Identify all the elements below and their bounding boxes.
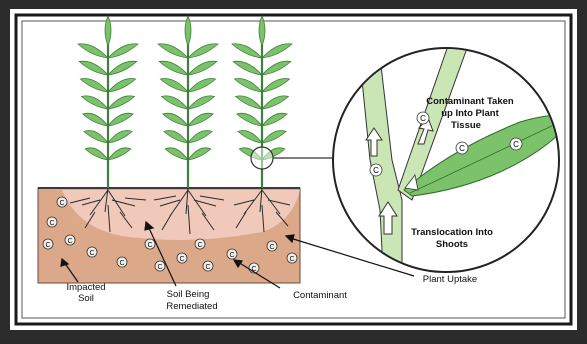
svg-text:C: C bbox=[269, 244, 274, 251]
contaminant-marker: C bbox=[195, 239, 205, 249]
label-soil-remediated-line2: Remediated bbox=[166, 301, 217, 312]
label-soil-remediated-line1: Soil Being bbox=[167, 289, 210, 300]
svg-text:C: C bbox=[289, 256, 294, 263]
contaminant-marker: C bbox=[43, 239, 53, 249]
svg-text:C: C bbox=[205, 264, 210, 271]
label-plant-uptake: Plant Uptake bbox=[423, 274, 477, 285]
svg-text:C: C bbox=[67, 238, 72, 245]
contaminant-marker: C bbox=[87, 247, 97, 257]
svg-text:C: C bbox=[229, 252, 234, 259]
svg-text:C: C bbox=[513, 140, 519, 149]
svg-text:C: C bbox=[49, 220, 54, 227]
svg-text:C: C bbox=[45, 242, 50, 249]
contaminant-marker: C bbox=[203, 261, 213, 271]
contaminant-marker: C bbox=[65, 235, 75, 245]
contaminant-marker: C bbox=[227, 249, 237, 259]
svg-text:C: C bbox=[420, 114, 426, 123]
contaminant-marker: C bbox=[456, 142, 468, 154]
svg-text:C: C bbox=[59, 200, 64, 207]
label-translocation-line2: Shoots bbox=[436, 239, 468, 250]
svg-text:C: C bbox=[459, 144, 465, 153]
svg-text:C: C bbox=[197, 242, 202, 249]
sample-zoom-circle bbox=[251, 147, 273, 169]
contaminant-marker: C bbox=[47, 217, 57, 227]
contaminant-marker: C bbox=[145, 239, 155, 249]
contaminant-marker: C bbox=[510, 138, 522, 150]
label-taken-up-line3: Tissue bbox=[451, 120, 481, 131]
contaminant-marker: C bbox=[177, 253, 187, 263]
svg-text:C: C bbox=[147, 242, 152, 249]
svg-text:C: C bbox=[157, 264, 162, 271]
contaminant-marker: C bbox=[57, 197, 67, 207]
label-impacted-soil-line2: Soil bbox=[78, 293, 94, 304]
label-impacted-soil-line1: Impacted bbox=[66, 282, 105, 293]
contaminant-marker: C bbox=[155, 261, 165, 271]
contaminant-marker: C bbox=[117, 257, 127, 267]
label-taken-up-line2: up Into Plant bbox=[441, 108, 499, 119]
svg-text:C: C bbox=[179, 256, 184, 263]
svg-text:C: C bbox=[373, 166, 379, 175]
label-translocation-line1: Translocation Into bbox=[411, 227, 493, 238]
svg-text:C: C bbox=[89, 250, 94, 257]
contaminant-marker: C bbox=[417, 112, 429, 124]
label-contaminant: Contaminant bbox=[293, 290, 347, 301]
svg-text:C: C bbox=[119, 260, 124, 267]
label-taken-up-line1: Contaminant Taken bbox=[426, 96, 514, 107]
contaminant-marker: C bbox=[370, 164, 382, 176]
contaminant-marker: C bbox=[287, 253, 297, 263]
contaminant-marker: C bbox=[267, 241, 277, 251]
